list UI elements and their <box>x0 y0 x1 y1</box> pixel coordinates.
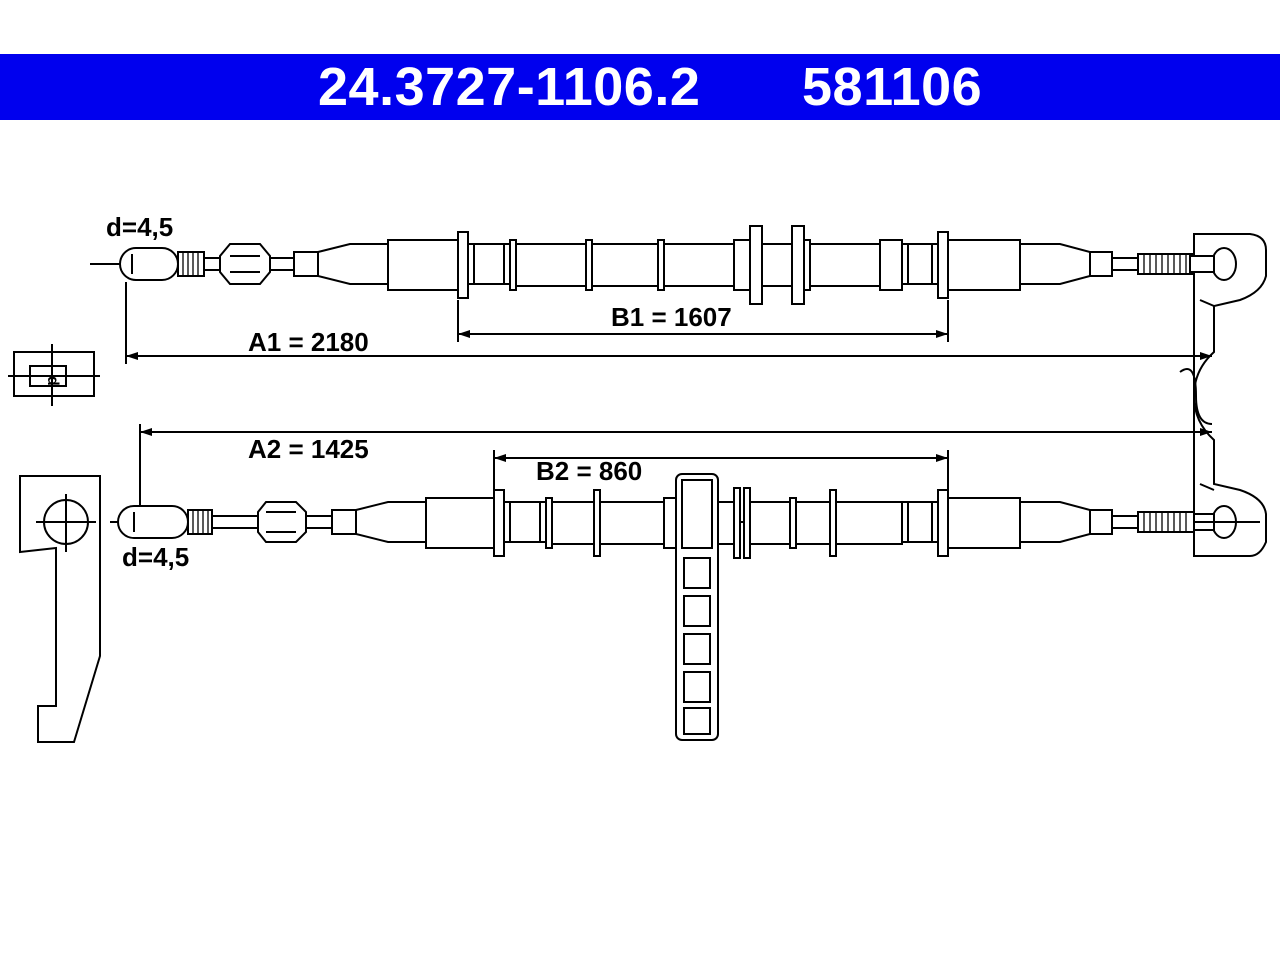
lower-nipple-end <box>117 505 189 539</box>
equalizer-bracket <box>1179 233 1267 557</box>
upper-sleeve <box>387 239 459 291</box>
dimension-a2-label: A2 = 1425 <box>248 434 369 464</box>
d-symbol: d <box>44 376 61 386</box>
part-number: 24.3727-1106.2 <box>318 57 701 117</box>
upper-end-ball <box>1211 247 1237 281</box>
upper-nipple-end <box>119 247 179 281</box>
diameter-bottom-label: d=4,5 <box>122 542 189 572</box>
upper-bracket <box>749 225 763 305</box>
lower-cable <box>110 473 1260 741</box>
dimension-b2-label: B2 = 860 <box>536 456 642 486</box>
upper-grommet <box>219 243 271 285</box>
nipple-detail: d <box>8 344 100 406</box>
dimension-lines <box>125 282 1212 508</box>
reference-number: 581106 <box>802 57 983 117</box>
title-bar: 24.3727-1106.2 581106 <box>0 54 1280 120</box>
upper-cable <box>90 225 1260 305</box>
diameter-top-label: d=4,5 <box>106 212 173 242</box>
lever-detail <box>19 475 101 743</box>
dimension-a1-label: A1 = 2180 <box>248 327 369 357</box>
lower-grommet <box>257 501 307 543</box>
dimension-b1-label: B1 = 1607 <box>611 302 732 332</box>
lower-sleeve <box>425 497 495 549</box>
